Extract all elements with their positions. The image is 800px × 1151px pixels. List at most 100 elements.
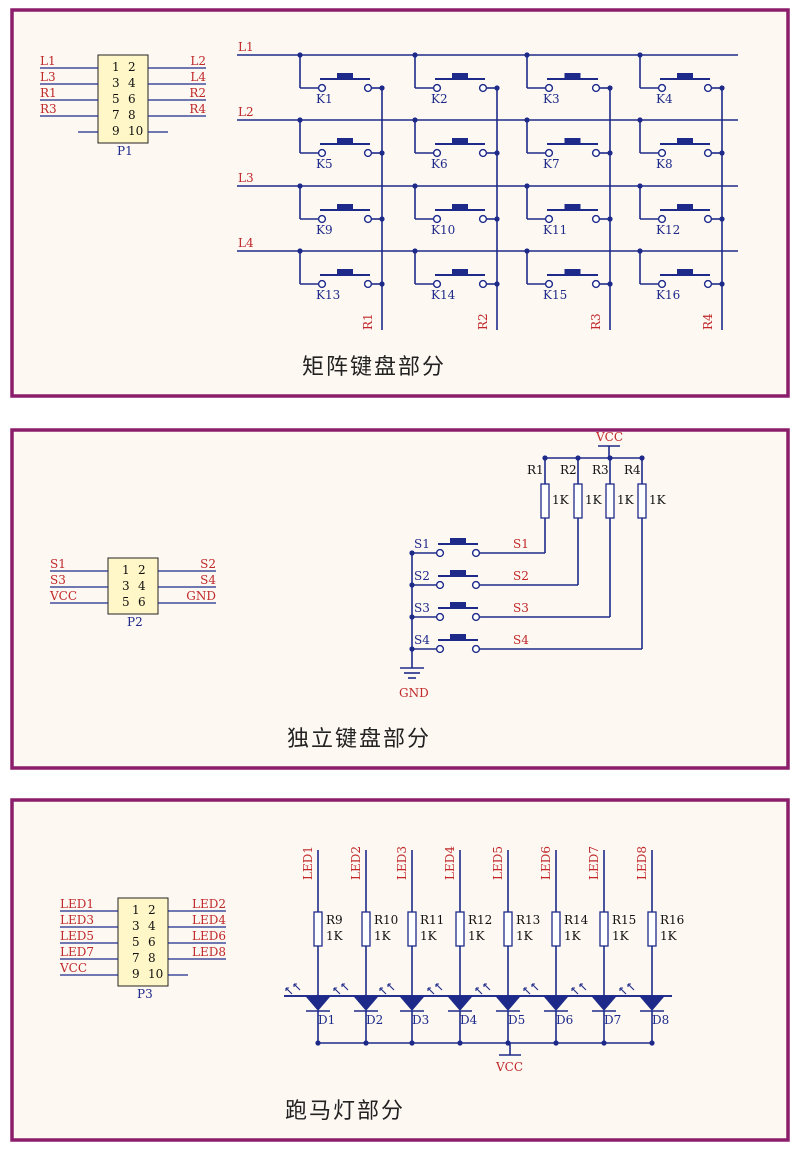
resistor-r4 (637, 483, 647, 519)
contact (471, 644, 481, 654)
key-9 (317, 204, 373, 224)
p1-pin-9: 9 (112, 124, 120, 138)
resistor-r13 (503, 911, 513, 947)
contact (471, 548, 481, 558)
res-value-r10: 1K (374, 929, 392, 943)
actuator-cap (564, 73, 581, 78)
col-label-r1: R1 (361, 313, 375, 330)
res-value-r3: 1K (617, 493, 635, 507)
contact (478, 214, 488, 224)
resistor-r9 (313, 911, 323, 947)
actuator-cap (450, 538, 466, 543)
contact (432, 148, 442, 158)
independent-title: 独立键盘部分 (287, 727, 431, 752)
res-value-r15: 1K (612, 929, 630, 943)
contact (363, 214, 373, 224)
resistor-r14 (551, 911, 561, 947)
p3-pin-5: 5 (132, 935, 140, 949)
key-label-k9: K9 (316, 223, 333, 237)
contact (435, 644, 445, 654)
switch-s4 (435, 634, 481, 654)
resistor-r3 (605, 483, 615, 519)
p1-pin-5: 5 (112, 92, 120, 106)
p2-net-gnd: GND (186, 589, 216, 603)
actuator-cap (452, 269, 468, 274)
resistor-r2 (573, 483, 583, 519)
diode-label-d7: D7 (604, 1013, 621, 1027)
junction-dot (379, 150, 385, 156)
col-label-r2: R2 (476, 313, 490, 330)
res-value-r12: 1K (468, 929, 486, 943)
switch-label-s3: S3 (414, 601, 430, 615)
junction-dot (494, 150, 500, 156)
contact (544, 148, 554, 158)
switch-label-s2: S2 (414, 569, 430, 583)
p1-pin-10: 10 (128, 124, 143, 138)
junction-dot (719, 150, 725, 156)
resistor-r1 (540, 483, 550, 519)
actuator-cap (564, 204, 581, 209)
p3-pin-8: 8 (148, 951, 156, 965)
switch-s3 (435, 602, 481, 622)
junction-dot (719, 281, 725, 287)
switch-net-s3: S3 (513, 601, 529, 615)
actuator-cap (452, 204, 468, 209)
p3-net-led5: LED5 (60, 929, 94, 943)
p3-pin-10: 10 (148, 967, 163, 981)
junction-dot (719, 85, 725, 91)
p3-pin-1: 1 (132, 903, 140, 917)
key-14 (432, 269, 488, 289)
key-label-k6: K6 (431, 157, 448, 171)
diode-label-d6: D6 (556, 1013, 573, 1027)
p2-pin-4: 4 (138, 579, 146, 593)
p2-pin-5: 5 (122, 595, 130, 609)
res-value-r1: 1K (552, 493, 570, 507)
light-arrows (619, 983, 635, 995)
contact (317, 83, 327, 93)
contact (317, 148, 327, 158)
p3-pin-2: 2 (148, 903, 156, 917)
contact (435, 548, 445, 558)
p1-pin-7: 7 (112, 108, 120, 122)
actuator-cap (677, 204, 693, 209)
key-label-k14: K14 (431, 288, 456, 302)
actuator-cap (564, 269, 581, 274)
p2-net-s1: S1 (50, 557, 66, 571)
contact (657, 83, 667, 93)
contact (703, 279, 713, 289)
p3-net-led7: LED7 (60, 945, 94, 959)
p3-ref: P3 (137, 987, 153, 1001)
p3-body (117, 897, 169, 987)
p3-pin-3: 3 (132, 919, 140, 933)
contact (544, 214, 554, 224)
contact (435, 580, 445, 590)
actuator-cap (337, 269, 353, 274)
led-net-1: LED1 (301, 846, 315, 880)
switch-s1 (435, 538, 481, 558)
contact (435, 612, 445, 622)
key-11 (544, 204, 601, 224)
junction-dot (607, 85, 613, 91)
res-value-r13: 1K (516, 929, 534, 943)
p1-net-l4: L4 (190, 70, 206, 84)
p1-pin-8: 8 (128, 108, 136, 122)
p3-net-led6: LED6 (192, 929, 226, 943)
p1-pin-2: 2 (128, 60, 136, 74)
p1-ref: P1 (117, 144, 133, 158)
key-1 (317, 73, 373, 93)
contact (703, 148, 713, 158)
led-net-6: LED6 (539, 846, 553, 880)
contact (363, 83, 373, 93)
p1-net-r2: R2 (189, 86, 206, 100)
p1-pin-6: 6 (128, 92, 136, 106)
actuator-cap (564, 138, 581, 143)
switch-s2 (435, 570, 481, 590)
p1-body (97, 54, 149, 144)
row-label-l1: L1 (238, 40, 254, 54)
gnd-label: GND (399, 686, 429, 700)
res-label-r1: R1 (527, 463, 544, 477)
key-3 (544, 73, 601, 93)
actuator-cap (450, 570, 466, 575)
